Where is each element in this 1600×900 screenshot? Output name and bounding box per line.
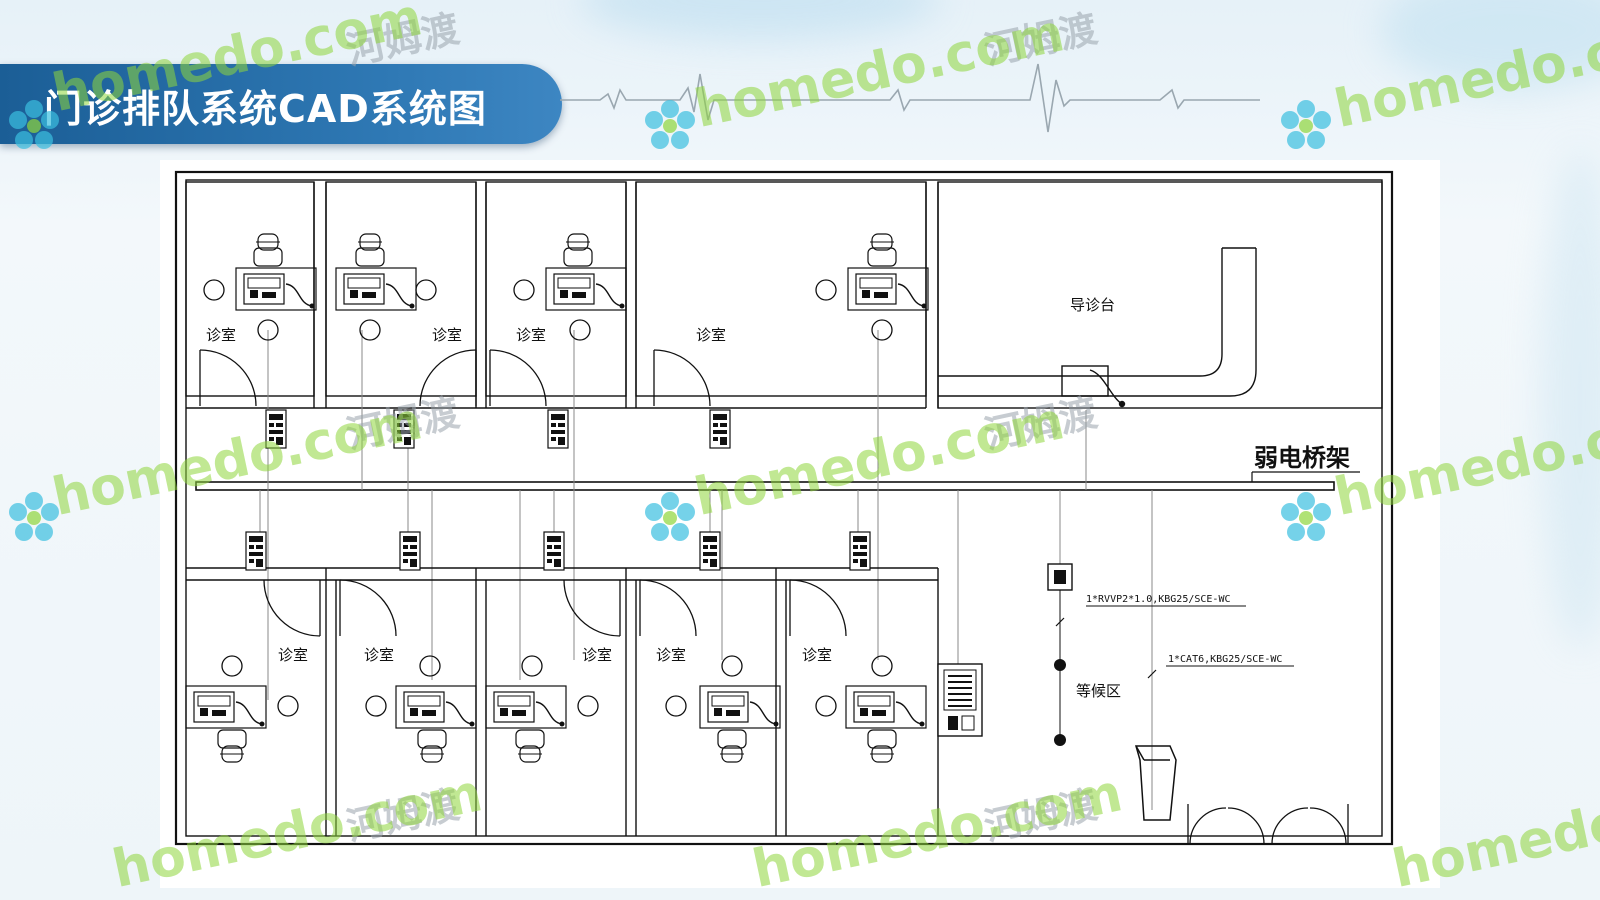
top-exam-rooms — [185, 181, 939, 409]
bottom-exam-rooms — [186, 567, 939, 836]
flower-logo-icon — [645, 492, 695, 541]
cable-tray-label: 弱电桥架 — [1254, 444, 1350, 472]
queue-kiosk — [1135, 745, 1177, 821]
floor-plan: 诊室 诊室 诊室 诊室 诊室 诊室 诊室 诊室 诊室 导诊台 弱电桥架 等候区 … — [174, 170, 1394, 846]
exam-room-label: 诊室 — [516, 326, 546, 344]
exam-room-label: 诊室 — [656, 646, 686, 664]
guide-desk-label: 导诊台 — [1070, 296, 1115, 314]
entrance-doors — [1187, 804, 1349, 845]
ecg-line-decoration — [560, 63, 1260, 133]
cable-spec-rvvp: 1*RVVP2*1.0,KBG25/SCE-WC — [1086, 594, 1231, 605]
cable-spec-cat6: 1*CAT6,KBG25/SCE-WC — [1168, 654, 1282, 665]
waiting-area-label: 等候区 — [1076, 682, 1121, 700]
background-decoration — [1540, 150, 1600, 650]
bottom-doors — [263, 579, 847, 637]
flower-logo-icon — [9, 100, 59, 149]
exam-room-label: 诊室 — [432, 326, 462, 344]
exam-room-label: 诊室 — [696, 326, 726, 344]
main-queue-display — [937, 663, 983, 737]
top-workstations — [203, 233, 929, 341]
exam-room-label: 诊室 — [278, 646, 308, 664]
title-bar — [0, 64, 562, 144]
top-doors — [199, 349, 711, 407]
waiting-area-devices — [1047, 563, 1294, 746]
exam-room-label: 诊室 — [364, 646, 394, 664]
flower-logo-icon — [1281, 100, 1331, 149]
flower-logo-icon — [1281, 492, 1331, 541]
flower-logo-icon — [645, 100, 695, 149]
guide-desk-room — [937, 181, 1383, 409]
background-decoration — [580, 0, 940, 40]
cable-tray — [195, 471, 1360, 491]
exam-room-label: 诊室 — [206, 326, 236, 344]
exam-room-label: 诊室 — [802, 646, 832, 664]
flower-logo-icon — [9, 492, 59, 541]
page-title: 门诊排队系统CAD系统图 — [44, 87, 487, 131]
cad-drawing: 诊室 诊室 诊室 诊室 诊室 诊室 诊室 诊室 诊室 导诊台 弱电桥架 等候区 … — [160, 160, 1440, 888]
background-decoration — [1380, 0, 1600, 90]
bottom-workstations — [185, 655, 927, 763]
exam-room-label: 诊室 — [582, 646, 612, 664]
